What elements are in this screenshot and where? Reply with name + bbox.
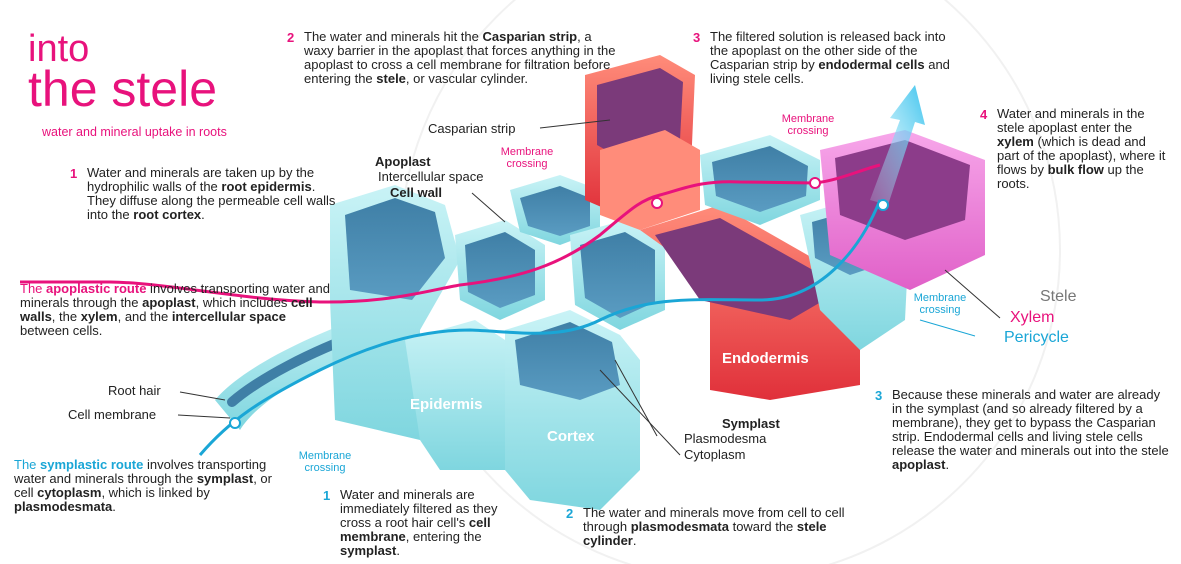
label-plasmodesma: Plasmodesma [684, 432, 766, 446]
callout-top2-num: 2 [287, 30, 294, 45]
apoplastic-route-text: The apoplastic route involves transporti… [20, 282, 330, 338]
pericycle-leader [920, 320, 975, 336]
label-symplast: Symplast [722, 417, 780, 431]
callout-left1-num: 1 [70, 166, 77, 181]
callout-top3-num: 3 [693, 30, 700, 45]
label-endodermis: Endodermis [722, 350, 809, 367]
symplastic-route-text: The symplastic route involves transporti… [14, 458, 279, 514]
callout-top4-text: Water and minerals in the stele apoplast… [997, 107, 1167, 191]
callout-bottom3-text: Because these minerals and water are alr… [892, 388, 1172, 472]
label-membrane-crossing-1: Membrane crossing [492, 146, 562, 170]
label-membrane-crossing-4: Membrane crossing [285, 450, 365, 474]
label-xylem: Xylem [1010, 309, 1054, 327]
label-cell-membrane: Cell membrane [68, 408, 156, 422]
callout-bottom2-text: The water and minerals move from cell to… [583, 506, 853, 548]
label-cortex: Cortex [547, 428, 595, 445]
subtitle: water and mineral uptake in roots [42, 125, 227, 139]
membrane-crossing-marker-blue-1 [230, 418, 240, 428]
title-line2: the stele [28, 64, 217, 114]
callout-top3-text: The filtered solution is released back i… [710, 30, 950, 86]
callout-bottom1-num: 1 [323, 488, 330, 503]
callout-bottom1-text: Water and minerals are immediately filte… [340, 488, 520, 558]
callout-bottom2-num: 2 [566, 506, 573, 521]
membrane-crossing-marker-blue-2 [878, 200, 888, 210]
label-casparian-strip: Casparian strip [428, 122, 515, 136]
label-cytoplasm: Cytoplasm [684, 448, 745, 462]
membrane-crossing-marker-pink-1 [652, 198, 662, 208]
callout-bottom3-num: 3 [875, 388, 882, 403]
label-membrane-crossing-2: Membrane crossing [778, 113, 838, 137]
label-apoplast: Apoplast [375, 155, 431, 169]
callout-top2-text: The water and minerals hit the Casparian… [304, 30, 624, 86]
label-cell-wall: Cell wall [390, 186, 442, 200]
label-stele: Stele [1040, 288, 1076, 306]
label-intercellular-space: Intercellular space [378, 170, 484, 184]
label-root-hair: Root hair [108, 384, 161, 398]
label-pericycle: Pericycle [1004, 329, 1069, 347]
label-membrane-crossing-3: Membrane crossing [905, 292, 975, 316]
callout-left1-text: Water and minerals are taken up by the h… [87, 166, 337, 222]
membrane-crossing-marker-pink-2 [810, 178, 820, 188]
callout-top4-num: 4 [980, 107, 987, 122]
label-epidermis: Epidermis [410, 396, 483, 413]
